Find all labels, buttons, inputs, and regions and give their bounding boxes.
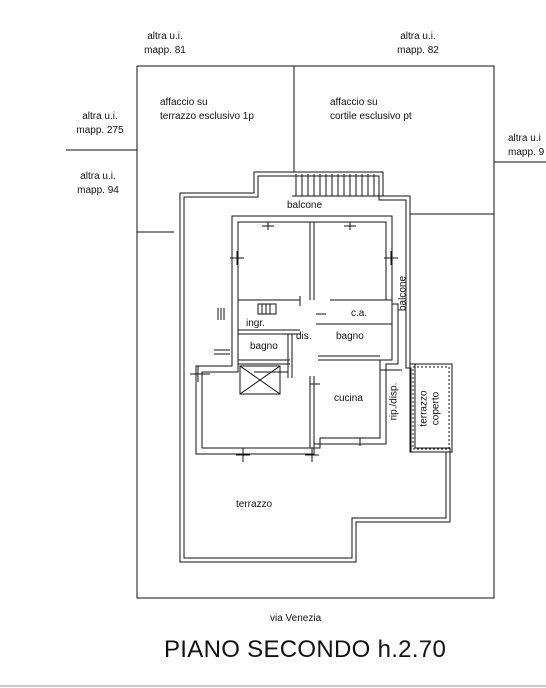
- room-rip-disp: rip./disp.: [388, 382, 400, 421]
- view-label-right: affaccio su cortile esclusivo pt: [330, 96, 412, 124]
- neighbour-label-right: altra u.i mapp. 9: [508, 132, 546, 160]
- covered-terrace: [409, 363, 453, 453]
- room-bagno-left: bagno: [250, 341, 278, 352]
- opening-marks: [190, 222, 398, 462]
- neighbour-81-line2: mapp. 81: [144, 45, 186, 56]
- covered-terrace-inner: [412, 366, 450, 450]
- neighbour-right-line2: mapp. 9: [508, 147, 545, 158]
- room-terrazzo-coperto-2: coperto: [430, 391, 442, 426]
- room-bagno-right: bagno: [336, 331, 364, 342]
- neighbour-81-line1: altra u.i.: [147, 31, 183, 42]
- neighbour-label-81: altra u.i. mapp. 81: [140, 30, 190, 58]
- neighbour-label-275: altra u.i. mapp. 275: [70, 110, 130, 138]
- neighbour-275-line2: mapp. 275: [76, 125, 124, 136]
- room-ca: c.a.: [351, 308, 368, 319]
- view-right-line2: cortile esclusivo pt: [330, 111, 412, 122]
- view-left-line2: terrazzo esclusivo 1p: [160, 111, 254, 122]
- fixture-box: [257, 303, 277, 315]
- room-cucina: cucina: [334, 393, 363, 404]
- washbasin-symbol: [214, 349, 230, 355]
- street-label: via Venezia: [270, 613, 322, 624]
- view-label-left: affaccio su terrazzo esclusivo 1p: [160, 96, 254, 124]
- room-terrazzo: terrazzo: [236, 499, 273, 510]
- view-right-line1: affaccio su: [330, 97, 378, 108]
- room-dis: dis.: [296, 331, 312, 342]
- page-title: PIANO SECONDO h.2.70: [164, 636, 447, 663]
- room-balcone-side: balcone: [397, 275, 409, 312]
- neighbour-275-line1: altra u.i.: [82, 111, 118, 122]
- neighbour-label-82: altra u.i. mapp. 82: [390, 30, 446, 58]
- neighbour-94-line2: mapp. 94: [77, 185, 119, 196]
- neighbour-label-94: altra u.i. mapp. 94: [68, 170, 128, 198]
- room-balcone-top: balcone: [287, 200, 323, 211]
- neighbour-94-line1: altra u.i.: [80, 171, 116, 182]
- radiator-symbol: [217, 308, 225, 320]
- room-terrazzo-coperto-1: terrazzo: [418, 390, 430, 427]
- view-left-line1: affaccio su: [160, 97, 208, 108]
- outer-wall-inner: [183, 175, 447, 559]
- stair-hatch: [292, 174, 384, 197]
- outer-wall-outer: [179, 171, 451, 563]
- shaft-box: [239, 365, 281, 395]
- room-ingr: ingr.: [246, 318, 265, 329]
- neighbour-82-line1: altra u.i.: [400, 31, 436, 42]
- neighbour-82-line2: mapp. 82: [397, 45, 439, 56]
- neighbour-right-line1: altra u.i: [508, 133, 541, 144]
